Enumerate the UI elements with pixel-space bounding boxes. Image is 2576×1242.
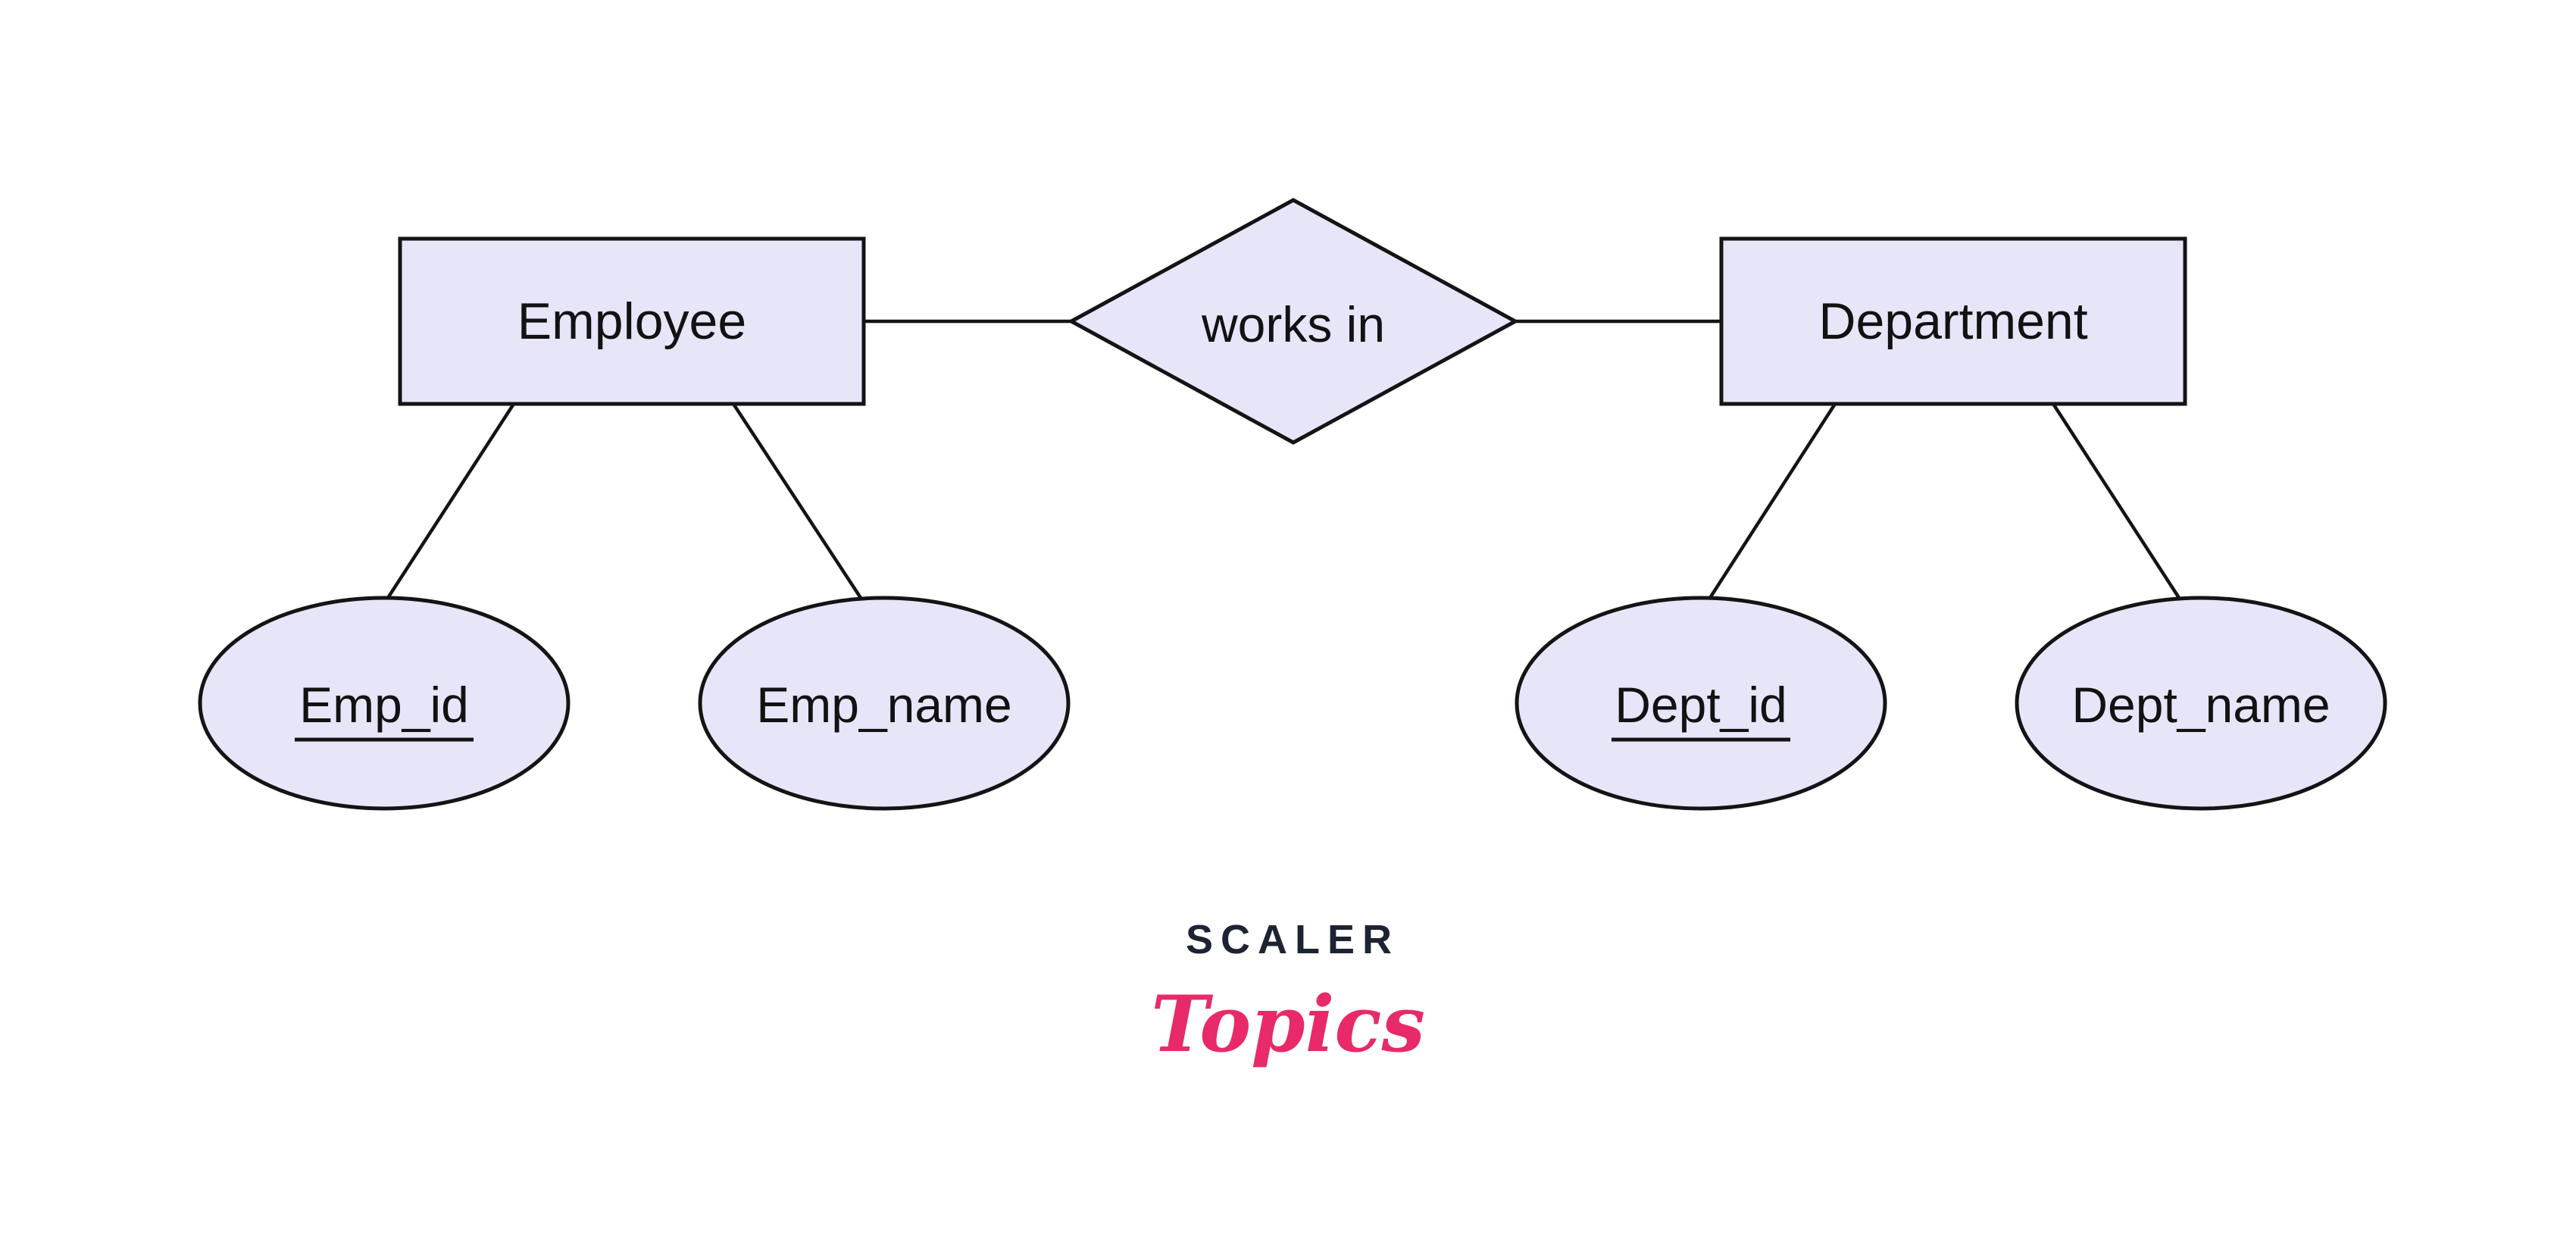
connector-department-deptid: [1707, 402, 1837, 602]
logo-wordmark-scaler: SCALER: [1186, 917, 1399, 962]
attribute-emp-id-label: Emp_id: [299, 677, 469, 733]
scaler-topics-logo: SCALER Topics: [1151, 917, 1425, 1070]
attribute-dept-id-label: Dept_id: [1615, 677, 1787, 733]
attribute-emp-name-label: Emp_name: [756, 677, 1012, 733]
attribute-emp-name-ellipse: [698, 596, 1071, 811]
connector-department-deptname: [2052, 402, 2182, 602]
connector-employee-empid: [385, 402, 515, 602]
attribute-dept-name-ellipse: [2015, 596, 2387, 811]
attribute-emp-id-ellipse: [198, 596, 571, 811]
attribute-dept-id: Dept_id: [1515, 596, 1887, 811]
entity-employee-label: Employee: [517, 293, 746, 350]
connectors: [385, 319, 2182, 602]
relationship-label: works in: [1201, 296, 1385, 352]
connector-employee-empname: [732, 402, 864, 602]
entity-employee-box: [398, 236, 866, 406]
entity-department-box: [1719, 236, 2187, 406]
entity-employee: Employee: [398, 236, 866, 406]
logo-wordmark-topics: Topics: [1151, 979, 1425, 1070]
attribute-dept-name-label: Dept_name: [2071, 677, 2330, 733]
attribute-dept-name: Dept_name: [2015, 596, 2387, 811]
attribute-emp-name: Emp_name: [698, 596, 1071, 811]
attribute-emp-id: Emp_id: [198, 596, 571, 811]
relationship-works-in: works in: [1067, 198, 1520, 445]
attribute-dept-id-ellipse: [1515, 596, 1887, 811]
relationship-diamond: [1067, 198, 1520, 445]
entity-department-label: Department: [1818, 293, 2087, 350]
entity-department: Department: [1719, 236, 2187, 406]
